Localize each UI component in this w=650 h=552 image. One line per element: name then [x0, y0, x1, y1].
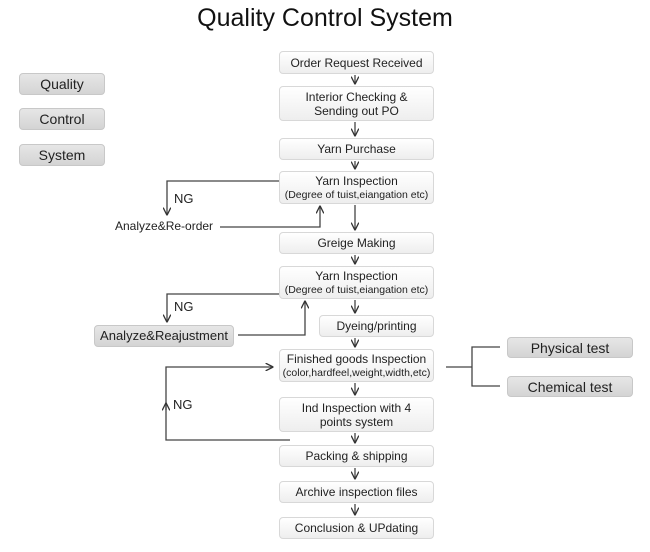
step-conclusion: Conclusion & UPdating — [279, 517, 434, 539]
step-interior-checking: Interior Checking &Sending out PO — [279, 86, 434, 121]
page-title: Quality Control System — [197, 4, 453, 32]
physical-test: Physical test — [507, 337, 633, 358]
step-text: Ind Inspection with 4 — [301, 400, 412, 415]
legend-control: Control — [19, 108, 105, 130]
ng-label-3: NG — [173, 397, 193, 412]
step-subtext: (color,hardfeel,weight,width,etc) — [282, 366, 431, 379]
step-order-request: Order Request Received — [279, 51, 434, 74]
step-dyeing-printing: Dyeing/printing — [319, 315, 434, 337]
step-finished-goods: Finished goods Inspection(color,hardfeel… — [279, 349, 434, 382]
step-greige-making: Greige Making — [279, 232, 434, 254]
step-text: Yarn Inspection — [315, 173, 398, 188]
step-text: Yarn Inspection — [315, 268, 398, 283]
step-text: Finished goods Inspection — [286, 351, 427, 366]
step-subtext: (Degree of tuist,eiangation etc) — [284, 283, 429, 296]
step-packing-shipping: Packing & shipping — [279, 445, 434, 467]
step-subtext: (Degree of tuist,eiangation etc) — [284, 188, 429, 201]
step-text: points system — [319, 414, 394, 429]
legend-system: System — [19, 144, 105, 166]
step-text: Interior Checking & — [305, 89, 408, 104]
step-yarn-inspection-1: Yarn Inspection(Degree of tuist,eiangati… — [279, 171, 434, 204]
analyze-reorder: Analyze&Re-order — [115, 219, 214, 233]
ng-label-1: NG — [174, 191, 194, 206]
step-yarn-purchase: Yarn Purchase — [279, 138, 434, 160]
chemical-test: Chemical test — [507, 376, 633, 397]
analyze-readjustment: Analyze&Reajustment — [94, 325, 234, 347]
legend-quality: Quality — [19, 73, 105, 95]
step-text: Sending out PO — [314, 103, 399, 118]
step-yarn-inspection-2: Yarn Inspection(Degree of tuist,eiangati… — [279, 266, 434, 299]
ng-label-2: NG — [174, 299, 194, 314]
step-archive: Archive inspection files — [279, 481, 434, 503]
